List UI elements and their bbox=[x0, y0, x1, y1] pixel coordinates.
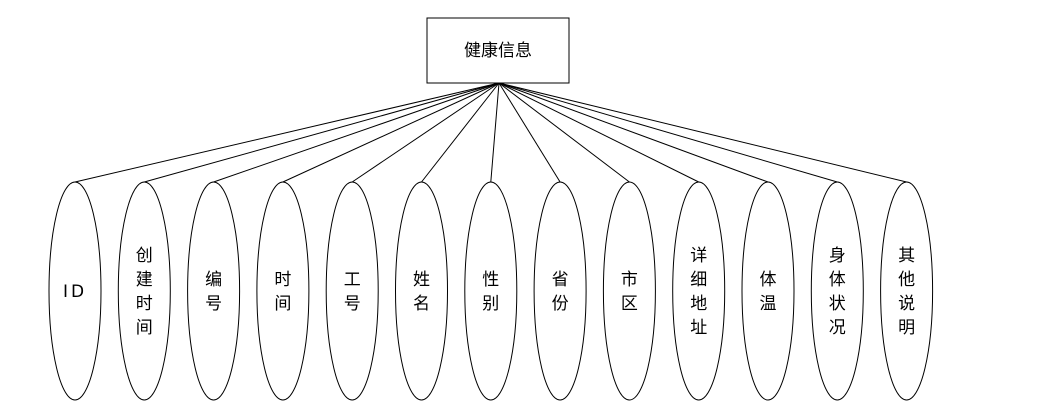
attribute-ellipse bbox=[395, 181, 448, 401]
attribute-ellipse bbox=[602, 181, 656, 401]
attribute-label: 市区 bbox=[621, 270, 638, 314]
connector-line bbox=[498, 82, 630, 183]
attribute-label: 创建时间 bbox=[136, 246, 153, 338]
attribute-node: ID bbox=[48, 181, 102, 401]
attribute-node: 市区 bbox=[602, 181, 656, 401]
attribute-label: ID bbox=[63, 282, 87, 302]
attribute-ellipse bbox=[48, 181, 102, 401]
attribute-node: 省份 bbox=[533, 181, 587, 401]
attribute-ellipse bbox=[325, 181, 379, 401]
attribute-ellipse bbox=[880, 181, 934, 401]
connector-line bbox=[144, 82, 500, 183]
attribute-label: 体温 bbox=[760, 270, 777, 314]
attribute-ellipse bbox=[741, 181, 795, 401]
attribute-node: 时间 bbox=[256, 181, 310, 401]
attribute-label: 性别 bbox=[482, 270, 499, 314]
attribute-node: 身体状况 bbox=[810, 181, 864, 401]
connector-line bbox=[351, 82, 500, 183]
attribute-label: 身体状况 bbox=[829, 246, 846, 338]
attribute-ellipse bbox=[533, 181, 587, 401]
connector-line bbox=[74, 82, 500, 183]
connector-line bbox=[490, 82, 500, 183]
attribute-label: 详细地址 bbox=[690, 246, 707, 338]
attribute-ellipse bbox=[810, 181, 864, 401]
attribute-node: 性别 bbox=[464, 181, 518, 401]
attribute-ellipse bbox=[187, 181, 241, 401]
connector-line bbox=[498, 82, 907, 183]
connector-line bbox=[498, 82, 699, 183]
attribute-node: 其他说明 bbox=[880, 181, 934, 401]
attribute-label: 时间 bbox=[274, 270, 291, 314]
entity-box bbox=[426, 17, 570, 84]
entity-label: 健康信息 bbox=[464, 41, 532, 61]
attribute-node: 姓名 bbox=[395, 181, 448, 401]
attribute-node: 创建时间 bbox=[117, 181, 171, 401]
attribute-nodes: ID 创建时间 编号 时间 工号 姓名 性别 省份 市区 详细地址 体温 身体状况 其他说明 bbox=[48, 181, 934, 401]
attribute-node: 工号 bbox=[325, 181, 379, 401]
attribute-node: 体温 bbox=[741, 181, 795, 401]
attribute-label: 编号 bbox=[205, 270, 222, 314]
connector-line bbox=[282, 82, 500, 183]
attribute-ellipse bbox=[464, 181, 518, 401]
attribute-label: 工号 bbox=[344, 270, 361, 314]
attribute-ellipse bbox=[117, 181, 171, 401]
connector-line bbox=[498, 82, 769, 183]
entity-node: 健康信息 bbox=[426, 17, 570, 84]
attribute-ellipse bbox=[256, 181, 310, 401]
attribute-ellipse bbox=[672, 181, 726, 401]
connector-line bbox=[213, 82, 500, 183]
attribute-label: 姓名 bbox=[413, 270, 430, 314]
attribute-node: 编号 bbox=[187, 181, 241, 401]
attribute-label: 省份 bbox=[552, 270, 569, 314]
connector-lines bbox=[74, 82, 907, 183]
attribute-label: 其他说明 bbox=[898, 246, 915, 338]
connector-line bbox=[498, 82, 561, 183]
attribute-node: 详细地址 bbox=[672, 181, 726, 401]
connector-line bbox=[421, 82, 500, 183]
connector-line bbox=[498, 82, 838, 183]
